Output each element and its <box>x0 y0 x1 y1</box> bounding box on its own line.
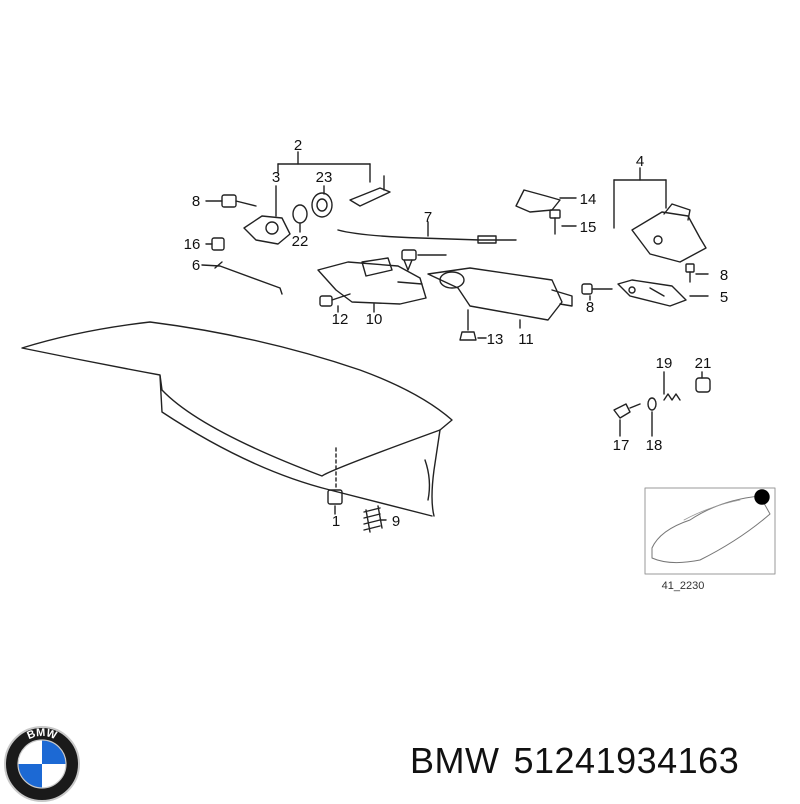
callout-8-middle: 8 <box>586 299 594 316</box>
callout-2: 2 <box>294 137 302 154</box>
callout-17: 17 <box>613 437 630 454</box>
lock-rod <box>349 175 391 207</box>
svg-text:BMW: BMW <box>25 727 58 742</box>
callout-19: 19 <box>656 355 673 372</box>
part-14-plate <box>515 189 577 213</box>
part-2-leader <box>277 151 371 183</box>
part-17-bolt <box>613 403 641 437</box>
part-21-ring <box>292 204 308 233</box>
part-16-nut <box>205 237 225 251</box>
part-13-clip <box>459 309 487 341</box>
callout-14: 14 <box>580 191 597 208</box>
part-23-screw <box>401 249 447 271</box>
part-8-screw-middle <box>581 283 613 301</box>
part-18-washer <box>647 397 657 437</box>
logo-text: BMW <box>25 727 58 742</box>
part-10-lock <box>317 257 427 313</box>
trunk-lid-drawing <box>21 321 453 517</box>
part-12-screw <box>319 293 351 313</box>
callout-3: 3 <box>272 169 280 186</box>
callout-15: 15 <box>580 219 597 236</box>
callout-16: 16 <box>184 236 201 253</box>
part-7-cable <box>337 221 517 244</box>
part-11-actuator <box>427 267 573 329</box>
part-15-bolt <box>549 209 577 235</box>
callout-8-left: 8 <box>192 193 200 210</box>
callout-4: 4 <box>636 153 644 170</box>
part-4-latch <box>631 203 707 263</box>
part-8-screw-right <box>685 263 709 283</box>
part-6-rod <box>201 261 283 295</box>
diagram-code: 41_2230 <box>662 580 705 592</box>
part-4-leader <box>613 167 667 229</box>
callout-8-right: 8 <box>720 267 728 284</box>
callout-7: 7 <box>424 209 432 226</box>
callout-20: 21 <box>695 355 712 372</box>
part-9-spring <box>363 505 387 533</box>
callout-13: 13 <box>487 331 504 348</box>
callout-22: 23 <box>316 169 333 186</box>
callout-9: 9 <box>392 513 400 530</box>
part-3-lock-cylinder <box>243 185 291 245</box>
part-5-striker <box>617 279 709 307</box>
brand-name: BMW <box>410 740 500 781</box>
part-20-nut <box>695 371 711 393</box>
part-22-cap <box>311 185 333 218</box>
part-number: 51241934163 <box>513 740 740 781</box>
callout-5: 5 <box>720 289 728 306</box>
callout-18: 18 <box>646 437 663 454</box>
callout-6: 6 <box>192 257 200 274</box>
callout-1: 1 <box>332 513 340 530</box>
part-19-spring <box>663 371 681 401</box>
callout-21: 22 <box>292 233 309 250</box>
callout-10: 10 <box>366 311 383 328</box>
part-1-grommet <box>327 489 343 515</box>
callout-12: 12 <box>332 311 349 328</box>
callout-11: 11 <box>518 331 534 348</box>
bmw-logo: BMW <box>4 726 80 802</box>
part-caption: BMW 51241934163 <box>410 740 753 782</box>
part-8-screw-left <box>205 194 257 208</box>
callout-labels: 2 3 23 8 22 16 6 7 12 10 13 11 4 14 15 8… <box>184 137 729 592</box>
vehicle-inset <box>644 487 776 575</box>
